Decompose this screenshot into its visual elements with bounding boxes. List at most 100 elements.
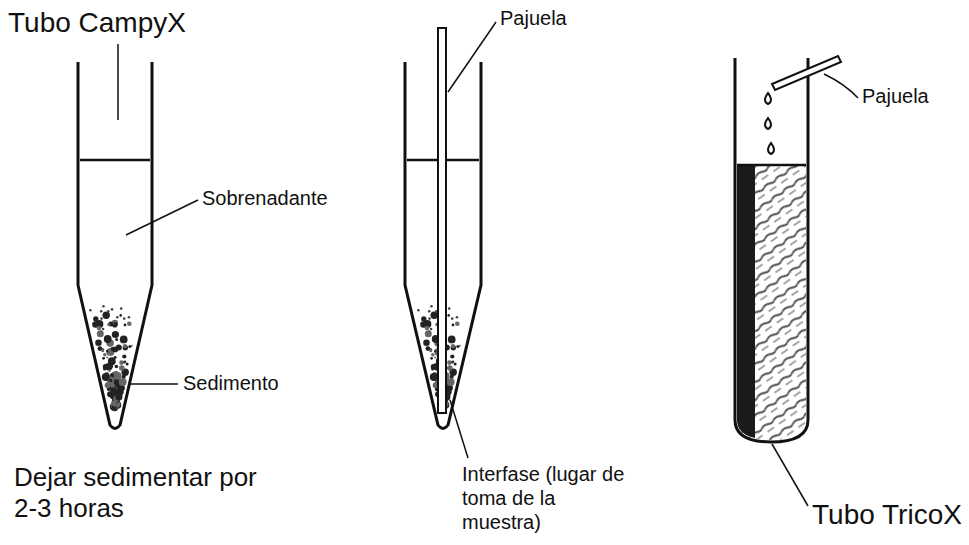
sediment-part bbox=[103, 364, 108, 369]
sediment-part bbox=[428, 310, 431, 313]
sediment-part bbox=[450, 354, 454, 358]
sediment-part bbox=[106, 350, 108, 352]
straw bbox=[772, 56, 841, 90]
sediment-part bbox=[430, 373, 438, 381]
straw-part bbox=[772, 56, 841, 90]
sediment-part bbox=[103, 353, 107, 357]
campy-tube bbox=[78, 62, 152, 429]
sediment-part bbox=[102, 328, 105, 331]
sediment-part bbox=[97, 326, 102, 331]
sediment-part bbox=[120, 336, 128, 344]
sediment-part bbox=[447, 360, 452, 365]
sediment-part bbox=[425, 330, 432, 337]
sediment-part bbox=[116, 388, 123, 395]
sediment-part bbox=[122, 354, 126, 358]
sediment-part bbox=[108, 363, 113, 368]
sediment-part bbox=[116, 316, 119, 319]
sediment-part bbox=[102, 373, 110, 381]
straw bbox=[438, 28, 446, 413]
sediment-part bbox=[112, 347, 118, 353]
sediment-part bbox=[114, 372, 122, 380]
leader-lines-part bbox=[130, 383, 178, 385]
sediment-part bbox=[454, 363, 457, 366]
sediment-part bbox=[123, 344, 127, 348]
sediment-part bbox=[456, 316, 459, 319]
sediment-part bbox=[107, 323, 110, 326]
sediment-part bbox=[431, 364, 436, 369]
sediment-part bbox=[101, 349, 104, 352]
sediment-part bbox=[102, 305, 105, 308]
sediment-part bbox=[447, 378, 455, 386]
sediment-part bbox=[124, 324, 127, 327]
sediment-part bbox=[451, 344, 455, 348]
sediment-part bbox=[105, 382, 111, 388]
part-label: Pajuela bbox=[500, 6, 620, 30]
trico-tube-part bbox=[737, 165, 755, 438]
sediment-part bbox=[97, 330, 104, 337]
leader-lines bbox=[448, 22, 496, 458]
sediment-part bbox=[109, 379, 112, 382]
sediment-part bbox=[120, 307, 123, 310]
tube-label: Tubo TricoX bbox=[812, 498, 962, 532]
drops-part bbox=[768, 143, 774, 154]
leader-lines-part bbox=[448, 22, 496, 92]
campy-tube-part bbox=[78, 62, 152, 429]
sediment-part bbox=[452, 360, 454, 362]
sediment-part bbox=[109, 393, 113, 397]
trico-tube-part bbox=[737, 164, 806, 167]
leader-lines-part bbox=[824, 74, 858, 98]
sediment bbox=[89, 305, 133, 411]
sediment-part bbox=[128, 316, 131, 319]
sediment-part bbox=[95, 340, 102, 347]
drops-part bbox=[765, 93, 771, 104]
sediment-part bbox=[434, 356, 436, 358]
trico-tube-part bbox=[737, 165, 806, 440]
sediment-part bbox=[119, 360, 124, 365]
campy-tube-part bbox=[80, 159, 150, 162]
sediment-part bbox=[112, 322, 118, 328]
sediment-part bbox=[123, 317, 126, 320]
sediment-part bbox=[112, 331, 119, 338]
drops-part bbox=[765, 118, 771, 129]
sediment-part bbox=[112, 322, 115, 325]
part-label: Sobrenadante bbox=[202, 186, 382, 210]
sediment-part bbox=[115, 338, 118, 341]
sediment-part bbox=[448, 307, 451, 310]
sediment-part bbox=[425, 326, 430, 331]
trico-tube-part bbox=[735, 58, 808, 442]
note: Dejar sedimentar por 2-3 horas bbox=[14, 462, 264, 524]
sediment-part bbox=[428, 317, 431, 320]
sediment-part bbox=[459, 345, 461, 347]
sediment-part bbox=[114, 356, 117, 359]
sediment-part bbox=[119, 378, 127, 386]
sediment-part bbox=[104, 335, 112, 343]
sediment-part bbox=[107, 388, 110, 391]
sediment-part bbox=[448, 336, 456, 344]
sediment-part bbox=[452, 324, 455, 327]
sediment-part bbox=[89, 309, 92, 312]
sediment-part bbox=[131, 345, 133, 347]
sediment-part bbox=[100, 310, 103, 313]
sediment-part bbox=[107, 310, 110, 313]
sediment-part bbox=[100, 317, 103, 320]
sediment-part bbox=[106, 356, 108, 358]
sediment-part bbox=[431, 312, 438, 319]
tube-label: Tubo CampyX bbox=[8, 6, 268, 40]
sediment-part bbox=[107, 391, 113, 397]
sediment-part bbox=[126, 363, 129, 366]
sediment-part bbox=[102, 357, 105, 360]
sediment-part bbox=[430, 357, 433, 360]
sediment-part bbox=[434, 350, 436, 352]
sediment-part bbox=[429, 349, 432, 352]
leader-lines-part bbox=[117, 44, 119, 120]
sediment-part bbox=[451, 317, 454, 320]
sediment-part bbox=[111, 308, 114, 311]
part-label: Interfase (lugar de toma de la muestra) bbox=[462, 462, 627, 534]
sediment-part bbox=[455, 321, 460, 326]
leader-lines-part bbox=[772, 444, 808, 506]
sediment-part bbox=[108, 370, 110, 372]
sediment-part bbox=[103, 312, 110, 319]
trico-tube bbox=[735, 58, 808, 442]
sediment-part bbox=[447, 314, 450, 317]
sediment-part bbox=[430, 328, 433, 331]
